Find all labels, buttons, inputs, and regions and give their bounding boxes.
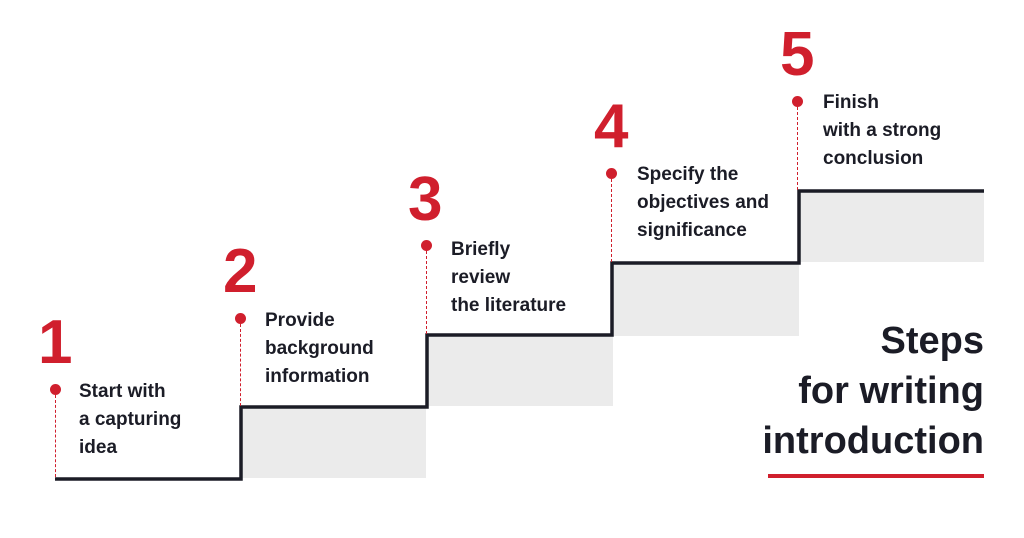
step-4-label-line-3: significance: [637, 220, 747, 241]
step-3-number: 3: [408, 165, 443, 234]
step-1-number: 1: [38, 308, 73, 377]
step-2-marker-dot: [235, 313, 246, 324]
step-5-label-line-2: with a strong: [823, 120, 942, 141]
step-3-marker-line: [426, 251, 427, 334]
step-3-label-line-3: the literature: [451, 295, 567, 316]
step-5-fill: [799, 192, 984, 262]
title-line-2: for writing: [798, 370, 984, 412]
step-3-label-line-1: Briefly: [451, 239, 511, 260]
step-4-label: Specify the objectives and significance: [637, 161, 769, 245]
step-5-label-line-1: Finish: [823, 92, 879, 113]
step-5-label-line-3: conclusion: [823, 148, 924, 169]
step-1-label-line-1: Start with: [79, 381, 166, 402]
step-5-label: Finish with a strong conclusion: [823, 89, 941, 173]
step-5-number: 5: [780, 20, 815, 89]
staircase-line: [55, 189, 984, 481]
diagram-title: Steps for writing introduction: [762, 316, 984, 466]
step-2-marker-line: [240, 324, 241, 406]
step-3-fill: [427, 336, 613, 406]
step-1-label: Start with a capturing idea: [79, 378, 181, 462]
step-1-marker-dot: [50, 384, 61, 395]
step-4-fill: [612, 264, 799, 336]
step-5-marker-line: [797, 107, 798, 190]
step-1-label-line-2: a capturing: [79, 409, 182, 430]
title-underline: [768, 474, 984, 478]
step-3-label-line-2: review: [451, 267, 511, 288]
step-2-label-line-2: background: [265, 338, 374, 359]
step-3-marker-dot: [421, 240, 432, 251]
step-2-label: Provide background information: [265, 307, 374, 391]
step-1-marker-line: [55, 395, 56, 477]
step-4-label-line-2: objectives and: [637, 192, 769, 213]
step-2-label-line-1: Provide: [265, 310, 335, 331]
step-2-label-line-3: information: [265, 366, 370, 387]
step-4-marker-line: [611, 179, 612, 262]
step-1-label-line-3: idea: [79, 437, 118, 458]
step-4-label-line-1: Specify the: [637, 164, 739, 185]
step-3-label: Briefly review the literature: [451, 236, 566, 320]
step-4-marker-dot: [606, 168, 617, 179]
step-5-marker-dot: [792, 96, 803, 107]
step-4-number: 4: [594, 92, 629, 161]
title-line-1: Steps: [880, 320, 984, 362]
step-2-fill: [241, 408, 426, 478]
title-line-3: introduction: [762, 420, 984, 462]
step-2-number: 2: [223, 237, 258, 306]
